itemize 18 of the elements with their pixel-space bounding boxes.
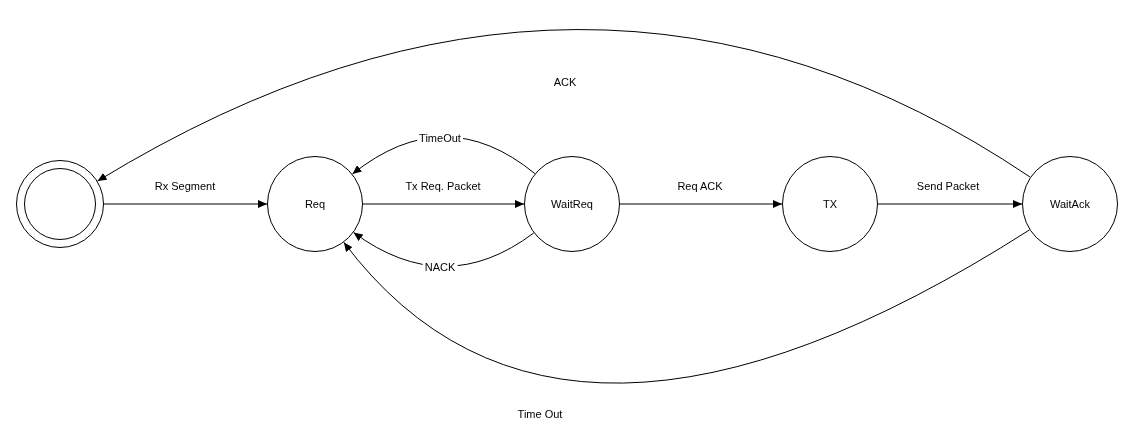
state-circle: WaitAck: [1022, 156, 1118, 252]
state-circle: Req: [267, 156, 363, 252]
edge-label: Send Packet: [914, 180, 982, 192]
arrow: [97, 29, 1031, 182]
edge-label: Time Out: [515, 408, 565, 420]
arrow: [103, 200, 268, 208]
edge-label: NACK: [422, 261, 458, 273]
edge-label: Tx Req. Packet: [403, 180, 483, 192]
edge-label: TimeOut: [417, 132, 463, 144]
edge-label: Req ACK: [675, 180, 725, 192]
arrow: [619, 200, 783, 208]
arrow: [343, 229, 1031, 384]
arrow: [877, 200, 1023, 208]
state-circle: WaitReq: [524, 156, 620, 252]
edge-label: ACK: [551, 76, 579, 88]
edge-label: Rx Segment: [152, 180, 218, 192]
arrow: [362, 200, 525, 208]
state-circle: TX: [782, 156, 878, 252]
